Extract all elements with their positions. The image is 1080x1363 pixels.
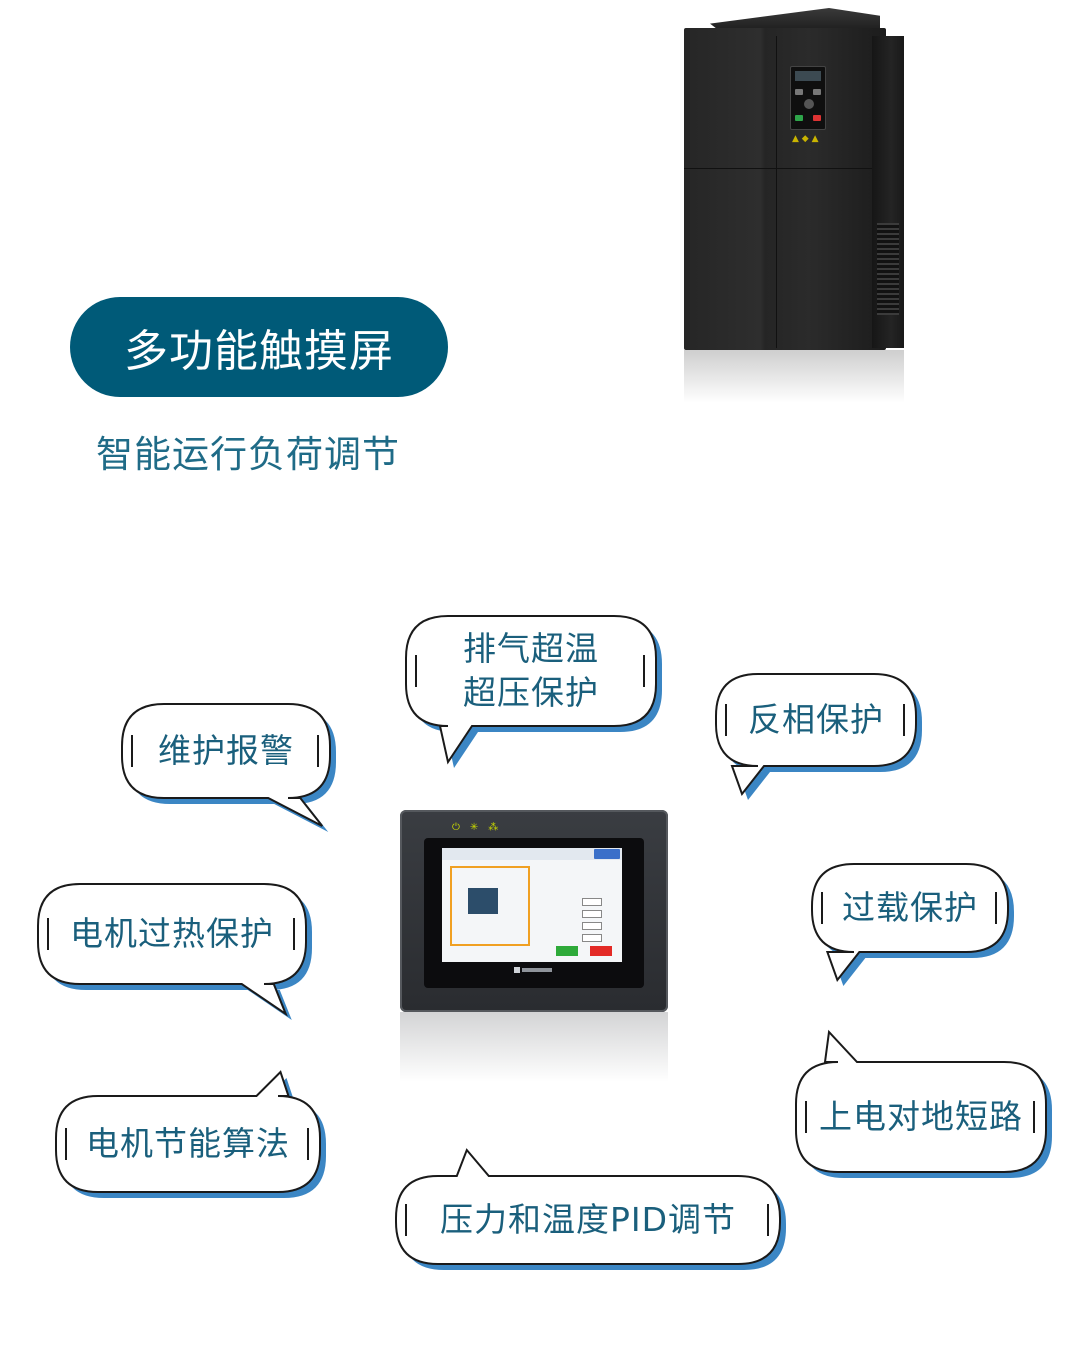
bubble-outline: [37, 883, 307, 1017]
bubble-motor-energy: 电机节能算法: [55, 1070, 326, 1198]
hmi-screen: [442, 848, 622, 962]
keypad-key: [813, 89, 821, 95]
hmi-start-button: [556, 946, 578, 956]
bubble-overheat-shape: [37, 883, 312, 1020]
bubble-pid-control: 压力和温度PID调节: [395, 1148, 786, 1270]
bubble-ground-text: 上电对地短路: [819, 1097, 1023, 1136]
inverter-door-seam: [776, 36, 777, 348]
feature-subtitle: 智能运行负荷调节: [96, 433, 400, 476]
bubble-reverse-text: 反相保护: [748, 700, 884, 739]
feature-badge: 多功能触摸屏: [70, 297, 448, 397]
inverter-warning-icons: ▲ ◆ ▲: [792, 134, 819, 144]
bubble-reverse-shape: [715, 673, 922, 800]
bubble-outline: [121, 703, 331, 827]
inverter-body: [684, 28, 886, 350]
bubble-maintenance-text: 维护报警: [158, 731, 294, 770]
hmi-compressor-icon: [468, 888, 498, 914]
bubble-energy-shape: [55, 1070, 326, 1198]
hmi-menu-button: [594, 849, 620, 859]
bubble-maintenance-alarm: 维护报警: [121, 703, 336, 832]
inverter-reflection: [684, 350, 904, 403]
bubble-exhaust-shape: [405, 615, 662, 768]
inverter-cabinet-image: ▲ ◆ ▲: [684, 8, 904, 403]
keypad-stop-key: [813, 115, 821, 121]
hmi-field: [582, 898, 602, 906]
bubble-outline: [395, 1148, 781, 1265]
hmi-indicator-icons: ⏻✳⁂: [452, 822, 509, 833]
hmi-field: [582, 922, 602, 930]
hmi-field: [582, 910, 602, 918]
bubble-motor-overheat: 电机过热保护: [37, 883, 312, 1020]
bubble-pid-text: 压力和温度PID调节: [439, 1200, 737, 1239]
bubble-pid-shape: [395, 1148, 786, 1270]
inverter-panel-seam: [684, 168, 872, 169]
keypad-run-key: [795, 115, 803, 121]
bubble-exhaust-protection: 排气超温 超压保护: [405, 615, 662, 768]
keypad-key: [795, 89, 803, 95]
feature-badge-title: 多功能触摸屏: [124, 326, 394, 377]
bubble-ground-shape: [795, 1029, 1052, 1178]
touchscreen-hmi-image: ⏻✳⁂: [400, 810, 668, 1012]
bubble-outline: [795, 1029, 1047, 1173]
bubble-overload-shape: [811, 863, 1014, 986]
inverter-keypad: [790, 66, 826, 130]
bubble-outline: [811, 863, 1009, 983]
bubble-outline: [405, 615, 657, 765]
bubble-overload-text: 过载保护: [842, 888, 978, 927]
hmi-process-diagram: [450, 866, 530, 946]
hmi-stop-button: [590, 946, 612, 956]
bubble-energy-text: 电机节能算法: [86, 1124, 290, 1163]
bubble-overheat-text: 电机过热保护: [70, 914, 274, 953]
bubble-reverse-phase: 反相保护: [715, 673, 922, 800]
hmi-field: [582, 934, 602, 942]
hmi-reflection: [400, 1012, 668, 1082]
inverter-vent: [877, 223, 899, 315]
bubble-outline: [55, 1070, 321, 1193]
bubble-outline: [715, 673, 917, 797]
bubble-overload-protection: 过载保护: [811, 863, 1014, 986]
bubble-maintenance-shape: [121, 703, 336, 832]
tanabe-logo-icon: [514, 967, 552, 973]
inverter-keypad-display: [795, 71, 821, 81]
hmi-brand-logo: [400, 966, 668, 976]
bubble-exhaust-text: 排气超温 超压保护: [463, 629, 599, 712]
keypad-dial: [804, 99, 814, 109]
hmi-screen-header: [442, 848, 622, 860]
bubble-ground-short: 上电对地短路: [795, 1029, 1052, 1178]
